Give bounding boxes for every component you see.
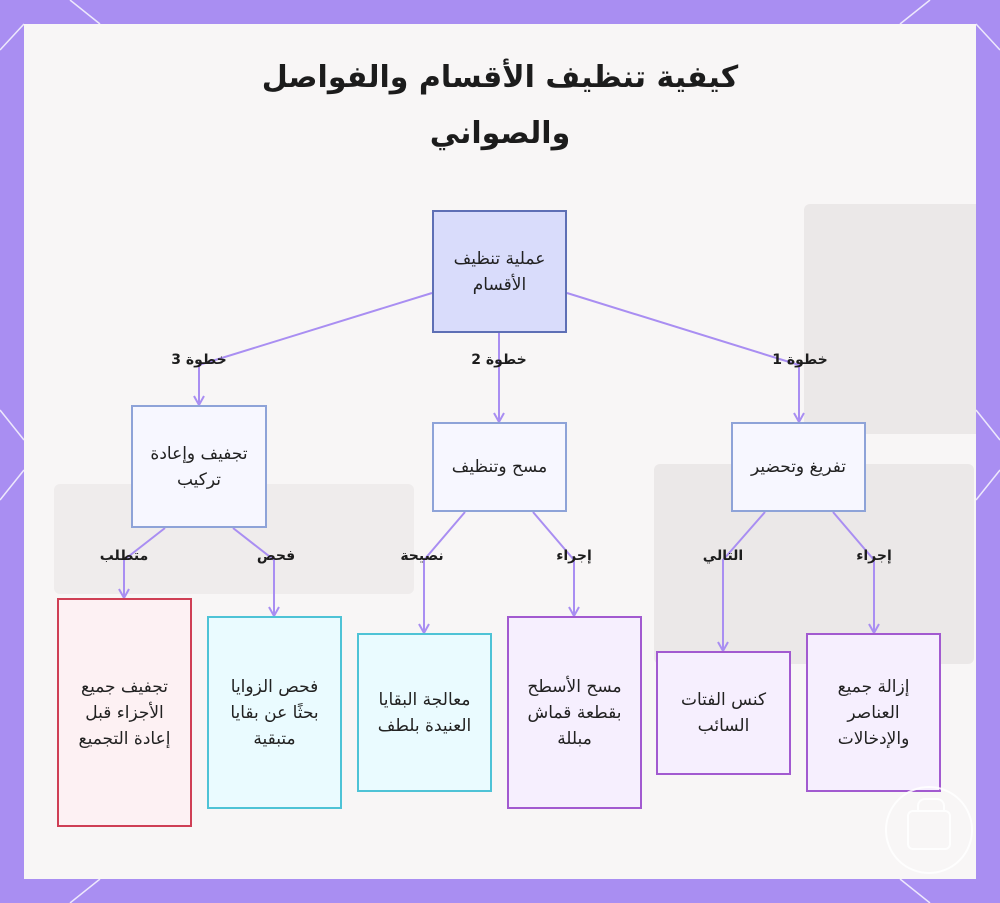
leaf-node-1: تجفيف جميع الأجزاء قبل إعادة التجميع [57, 598, 192, 827]
leaf-edge-label-2: فحص [257, 548, 295, 564]
step-node-3: تفريغ وتحضير [731, 422, 866, 512]
connector-leaf-5 [723, 512, 765, 651]
coffee-badge [885, 786, 973, 874]
step-edge-label-1: خطوة 3 [171, 352, 226, 368]
leaf-node-5: كنس الفتات السائب [656, 651, 791, 775]
coffee-cup-icon [907, 810, 951, 850]
leaf-node-5-label: كنس الفتات السائب [666, 687, 781, 739]
step-node-3-label: تفريغ وتحضير [751, 454, 846, 480]
step-node-1: تجفيف وإعادة تركيب [131, 405, 267, 528]
connector-step-3 [567, 293, 799, 422]
step-edge-label-3: خطوة 1 [772, 352, 827, 368]
leaf-node-2-label: فحص الزوايا بحثًا عن بقايا متبقية [217, 674, 332, 752]
connector-leaf-4 [533, 512, 574, 616]
step-node-2-label: مسح وتنظيف [452, 454, 547, 480]
leaf-node-4: مسح الأسطح بقطعة قماش مبللة [507, 616, 642, 809]
leaf-node-6-label: إزالة جميع العناصر والإدخالات [816, 674, 931, 752]
leaf-node-3: معالجة البقايا العنيدة بلطف [357, 633, 492, 792]
root-node-label: عملية تنظيف الأقسام [442, 246, 557, 298]
connector-step-1 [199, 293, 432, 405]
connector-leaf-6 [833, 512, 874, 633]
leaf-node-3-label: معالجة البقايا العنيدة بلطف [367, 687, 482, 739]
leaf-edge-label-4: إجراء [556, 548, 592, 564]
connector-leaf-2 [233, 528, 274, 616]
leaf-node-1-label: تجفيف جميع الأجزاء قبل إعادة التجميع [67, 674, 182, 752]
step-node-2: مسح وتنظيف [432, 422, 567, 512]
root-node: عملية تنظيف الأقسام [432, 210, 567, 333]
leaf-node-2: فحص الزوايا بحثًا عن بقايا متبقية [207, 616, 342, 809]
step-node-1-label: تجفيف وإعادة تركيب [141, 441, 257, 493]
leaf-node-4-label: مسح الأسطح بقطعة قماش مبللة [517, 674, 632, 752]
leaf-edge-label-5: التالي [703, 548, 743, 564]
connector-leaf-3 [424, 512, 465, 633]
leaf-edge-label-6: إجراء [856, 548, 892, 564]
leaf-node-6: إزالة جميع العناصر والإدخالات [806, 633, 941, 792]
leaf-edge-label-1: متطلب [100, 548, 149, 564]
leaf-edge-label-3: نصيحة [400, 548, 443, 564]
step-edge-label-2: خطوة 2 [471, 352, 526, 368]
